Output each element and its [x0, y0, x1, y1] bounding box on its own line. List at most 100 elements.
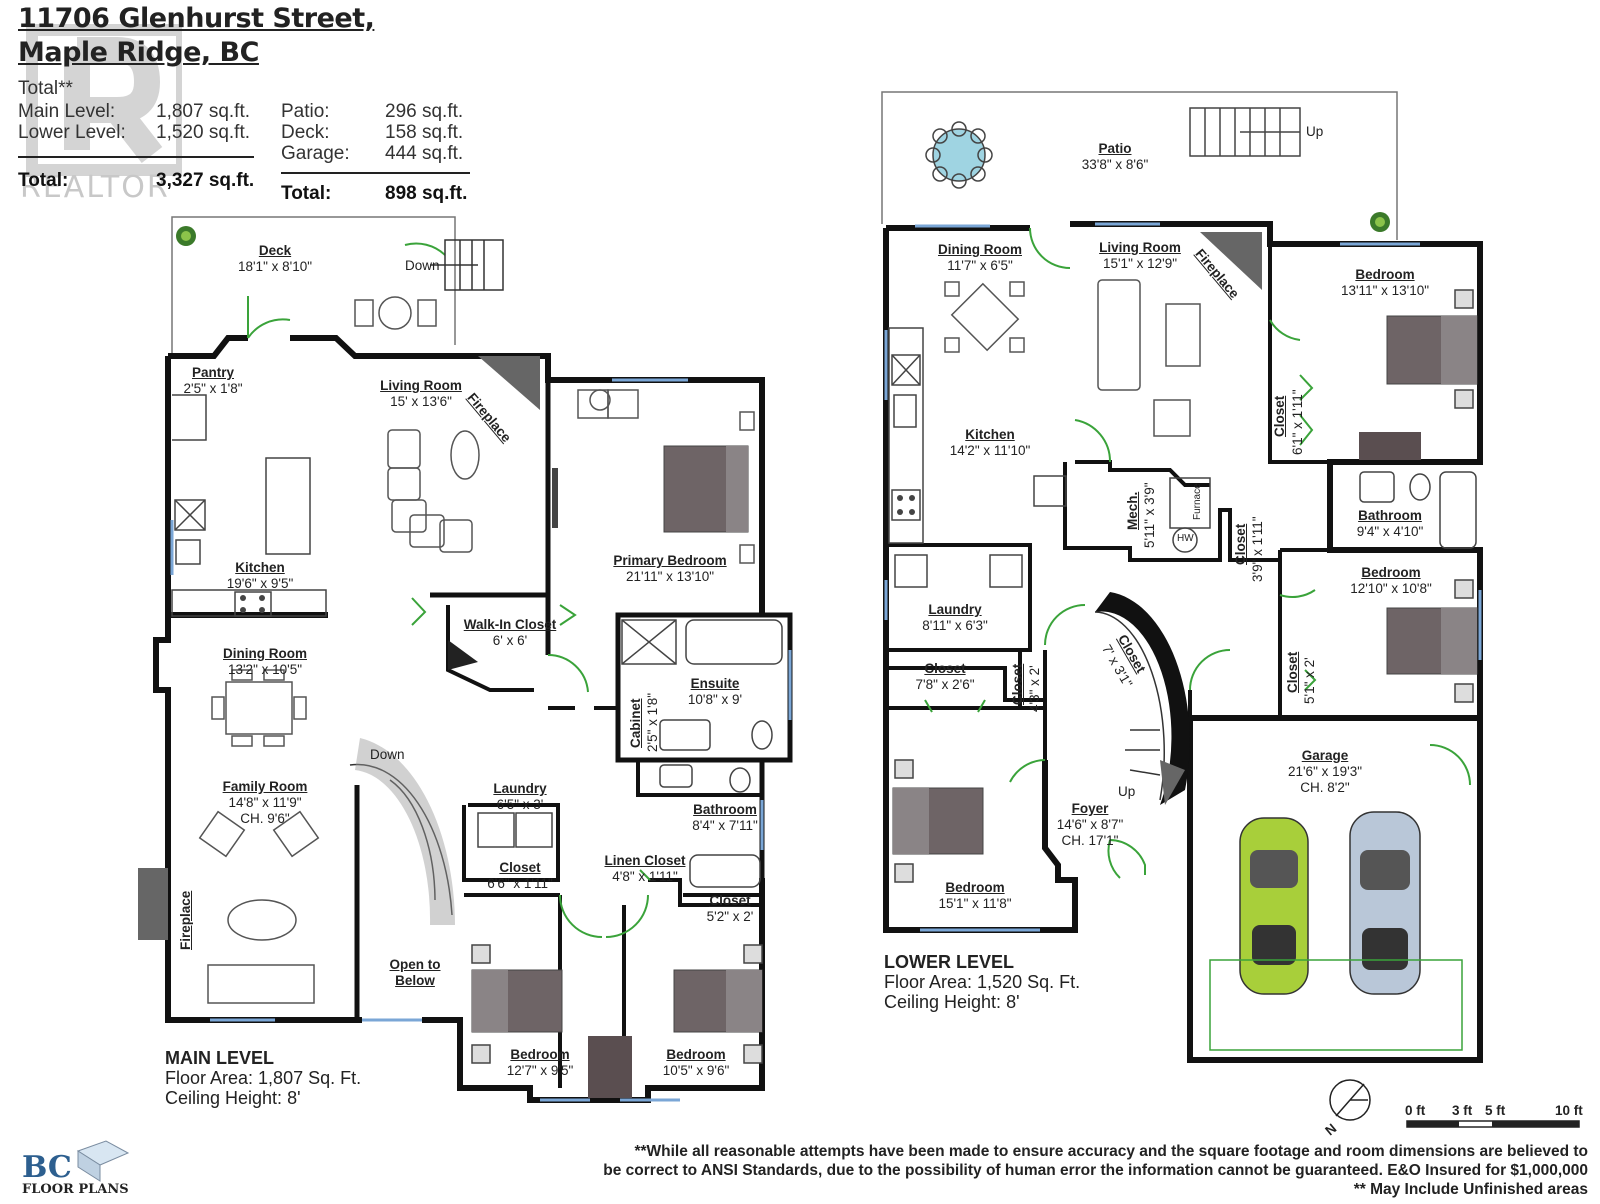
main-bathroom-name: Bathroom — [693, 802, 757, 817]
main-fireplace-label-2: Fireplace — [178, 890, 193, 950]
main-living-name: Living Room — [380, 378, 462, 393]
main-level-label: Main Level: — [18, 101, 116, 122]
main-family-ceiling: CH. 9'6" — [240, 811, 290, 826]
main-laundry-dims: 6'5" x 3' — [496, 797, 544, 812]
lower-closet-d-name: Closet — [1010, 663, 1025, 705]
main-kitchen-dims: 19'6" x 9'5" — [226, 576, 294, 591]
total-heading: Total** — [18, 78, 73, 99]
ext-total-label: Total: — [281, 183, 332, 204]
lower-patio-up: Up — [1306, 124, 1324, 139]
main-dining-dims: 13'2" x 10'5" — [227, 662, 303, 677]
lower-closet-f-name: Closet — [1285, 651, 1300, 693]
patio-value: 296 sq.ft. — [385, 101, 464, 122]
lower-bedroom1-dims: 13'11" x 13'10" — [1340, 283, 1430, 298]
north-arrow — [1329, 1079, 1371, 1121]
main-primary-name: Primary Bedroom — [613, 553, 727, 568]
lower-level-plan — [881, 91, 1483, 1063]
main-kitchen-name: Kitchen — [235, 560, 285, 575]
lower-bathroom-name: Bathroom — [1358, 508, 1422, 523]
main-open-to: Open to — [389, 957, 441, 972]
lower-foyer-dims: 14'6" x 8'7" — [1056, 817, 1124, 832]
lower-hw-label: HW — [1177, 533, 1194, 544]
lower-mech-name: Mech. — [1125, 491, 1140, 530]
patio-label: Patio: — [281, 101, 330, 122]
lower-level-value: 1,520 sq.ft. — [156, 122, 251, 143]
main-family-name: Family Room — [222, 779, 308, 794]
main-bedroom1-name: Bedroom — [510, 1047, 570, 1062]
lower-dining-name: Dining Room — [938, 242, 1022, 257]
deck-value: 158 sq.ft. — [385, 122, 464, 143]
address-line-1: 11706 Glenhurst Street, — [18, 3, 375, 34]
lower-dining-dims: 11'7" x 6'5" — [947, 258, 1013, 273]
lower-living-name: Living Room — [1099, 240, 1181, 255]
lower-closet-b-name: Closet — [1233, 523, 1248, 565]
main-deck-name: Deck — [258, 243, 292, 258]
lower-closet-c-dims: 7'8" x 2'6" — [915, 677, 975, 692]
main-level-floor-area: Floor Area: 1,807 Sq. Ft. — [165, 1068, 362, 1088]
lower-laundry-name: Laundry — [928, 602, 982, 617]
main-dining-name: Dining Room — [223, 646, 307, 661]
lower-closet-c-name: Closet — [924, 661, 966, 676]
main-level-heading-text: MAIN LEVEL — [165, 1048, 275, 1068]
main-linen-dims: 4'8" x 1'11" — [612, 869, 678, 884]
ext-total-value: 898 sq.ft. — [385, 183, 468, 204]
logo-text: FLOOR PLANS — [22, 1182, 129, 1197]
main-walkin-name: Walk-In Closet — [463, 617, 557, 632]
main-living-dims: 15' x 13'6" — [390, 394, 452, 409]
garage-label: Garage: — [281, 143, 350, 164]
main-deck-down: Down — [405, 258, 440, 273]
main-ensuite-dims: 10'8" x 9' — [687, 692, 743, 707]
lower-level-floor-area: Floor Area: 1,520 Sq. Ft. — [884, 972, 1081, 992]
main-bathroom-dims: 8'4" x 7'11" — [692, 818, 758, 833]
summary-divider-right — [281, 172, 470, 174]
lower-level-heading-text: LOWER LEVEL — [884, 952, 1014, 972]
main-level-heading: MAIN LEVEL — [165, 1048, 274, 1068]
garage-value: 444 sq.ft. — [385, 143, 464, 164]
main-primary-dims: 21'11" x 13'10" — [625, 569, 715, 584]
disclaimer-line-1: **While all reasonable attempts have bee… — [634, 1143, 1588, 1160]
main-closet2-name: Closet — [709, 893, 751, 908]
main-cabinet-dims: 2'5" x 1'8" — [645, 692, 660, 752]
main-level-ceiling: Ceiling Height: 8' — [165, 1088, 301, 1108]
lower-bedroom3-dims: 15'1" x 11'8" — [938, 896, 1012, 911]
main-closet2-dims: 5'2" x 2' — [706, 909, 754, 924]
lower-furnace-label: Furnace — [1192, 483, 1203, 520]
main-deck-dims: 18'1" x 8'10" — [237, 259, 313, 274]
disclaimer-line-3: ** May Include Unfinished areas — [1353, 1181, 1588, 1198]
lower-closet-a-dims: 6'1" x 1'11" — [1290, 389, 1305, 455]
scale-bar — [1406, 1120, 1580, 1128]
lower-closet-f-dims: 5'1" x 2' — [1302, 657, 1317, 704]
lower-kitchen-dims: 14'2" x 11'10" — [949, 443, 1031, 458]
scale-0: 0 ft — [1405, 1103, 1426, 1118]
logo-bc: BC — [22, 1150, 72, 1185]
address-line-2: Maple Ridge, BC — [18, 37, 259, 68]
lower-bedroom1-name: Bedroom — [1355, 267, 1415, 282]
main-bedroom2-name: Bedroom — [666, 1047, 726, 1062]
lower-garage-ceiling: CH. 8'2" — [1300, 780, 1350, 795]
scale-5: 5 ft — [1485, 1103, 1506, 1118]
main-laundry-name: Laundry — [493, 781, 547, 796]
lower-closet-b-dims: 3'9" x 1'11" — [1250, 516, 1265, 582]
lower-level-heading: LOWER LEVEL — [884, 952, 1014, 972]
lower-foyer-ceiling: CH. 17'1" — [1061, 833, 1119, 848]
scale-3: 3 ft — [1452, 1103, 1473, 1118]
lower-garage-name: Garage — [1301, 748, 1349, 763]
lower-closet-d-dims: 4'3" x 2' — [1027, 665, 1042, 712]
lower-stairs-up: Up — [1118, 784, 1136, 799]
main-closet1-name: Closet — [499, 860, 541, 875]
main-ensuite-name: Ensuite — [690, 676, 740, 691]
deck-label: Deck: — [281, 122, 330, 143]
lower-bedroom2-dims: 12'10" x 10'8" — [1350, 581, 1432, 596]
main-closet1-dims: 6'6" x 1'11" — [487, 876, 553, 891]
disclaimer-line-2: be correct to ANSI Standards, due to the… — [603, 1162, 1588, 1179]
main-walkin-dims: 6' x 6' — [492, 633, 528, 648]
watermark-brand: REALTOR — [20, 170, 170, 205]
main-open-below: Below — [395, 973, 435, 988]
main-family-dims: 14'8" x 11'9" — [228, 795, 302, 810]
lower-foyer-name: Foyer — [1071, 801, 1109, 816]
main-bedroom2-dims: 10'5" x 9'6" — [662, 1063, 730, 1078]
scale-10: 10 ft — [1555, 1103, 1583, 1118]
main-pantry-dims: 2'5" x 1'8" — [183, 381, 243, 396]
lower-patio-name: Patio — [1098, 141, 1132, 156]
main-pantry-name: Pantry — [191, 365, 235, 380]
